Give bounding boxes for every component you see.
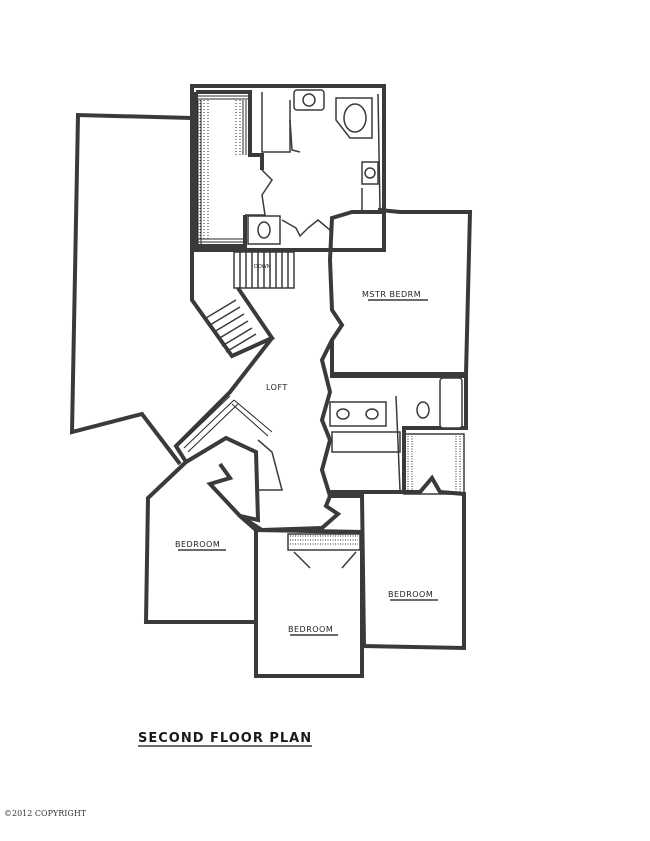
- upper-wc: [247, 215, 333, 249]
- hall-bath: [329, 374, 468, 494]
- stairs: DOWN: [190, 250, 295, 359]
- bedroom-center-walls: [254, 527, 364, 678]
- bedroom-right-walls: [330, 474, 466, 651]
- master-bedroom-label: MSTR BEDRM: [362, 290, 421, 299]
- loft-label: LOFT: [266, 383, 288, 392]
- loft-walls: [173, 336, 342, 533]
- stair-down-label: DOWN: [254, 264, 271, 270]
- master-suite-upper-walls: [190, 84, 386, 252]
- closet-hatching: [197, 95, 248, 245]
- open-area-outline: [69, 112, 193, 466]
- bedroom-left-label: BEDROOM: [175, 540, 220, 549]
- bedroom-center-label: BEDROOM: [288, 625, 333, 634]
- bedroom-right-label: BEDROOM: [388, 590, 433, 599]
- walk-in-closet: [194, 90, 264, 248]
- master-bath: [289, 89, 381, 211]
- plan-title: SECOND FLOOR PLAN: [138, 731, 312, 746]
- copyright-notice: ©2012 COPYRIGHT: [4, 809, 87, 818]
- loft-closet-hatching: [179, 395, 273, 453]
